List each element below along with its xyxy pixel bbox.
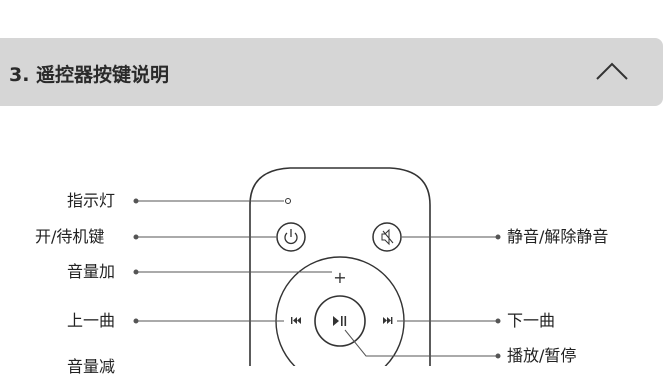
label-prev: 上一曲 — [67, 311, 116, 330]
remote-diagram: + — [133, 167, 501, 366]
indicator-led — [285, 198, 291, 204]
remote-body — [249, 167, 431, 366]
mute-button[interactable] — [372, 222, 402, 252]
power-button[interactable] — [276, 222, 306, 252]
section-title: 3. 遥控器按键说明 — [9, 64, 170, 86]
play-pause-button[interactable] — [314, 295, 366, 347]
previous-track-icon — [291, 317, 301, 324]
label-play-pause: 播放/暂停 — [507, 346, 577, 365]
label-vol-down: 音量减 — [67, 357, 116, 376]
label-next: 下一曲 — [507, 311, 556, 330]
label-power: 开/待机键 — [35, 227, 105, 246]
label-vol-up: 音量加 — [67, 262, 116, 281]
next-button[interactable] — [383, 317, 393, 324]
power-icon — [284, 229, 298, 245]
vol-up-button[interactable]: + — [333, 268, 346, 287]
next-track-icon — [383, 317, 393, 324]
prev-button[interactable] — [291, 317, 301, 324]
play-pause-icon — [333, 316, 347, 326]
label-indicator: 指示灯 — [67, 191, 116, 210]
section-header[interactable]: 3. 遥控器按键说明 — [0, 38, 663, 106]
chevron-up-icon[interactable] — [595, 60, 629, 82]
mute-icon — [381, 228, 394, 246]
label-mute: 静音/解除静音 — [507, 227, 609, 246]
